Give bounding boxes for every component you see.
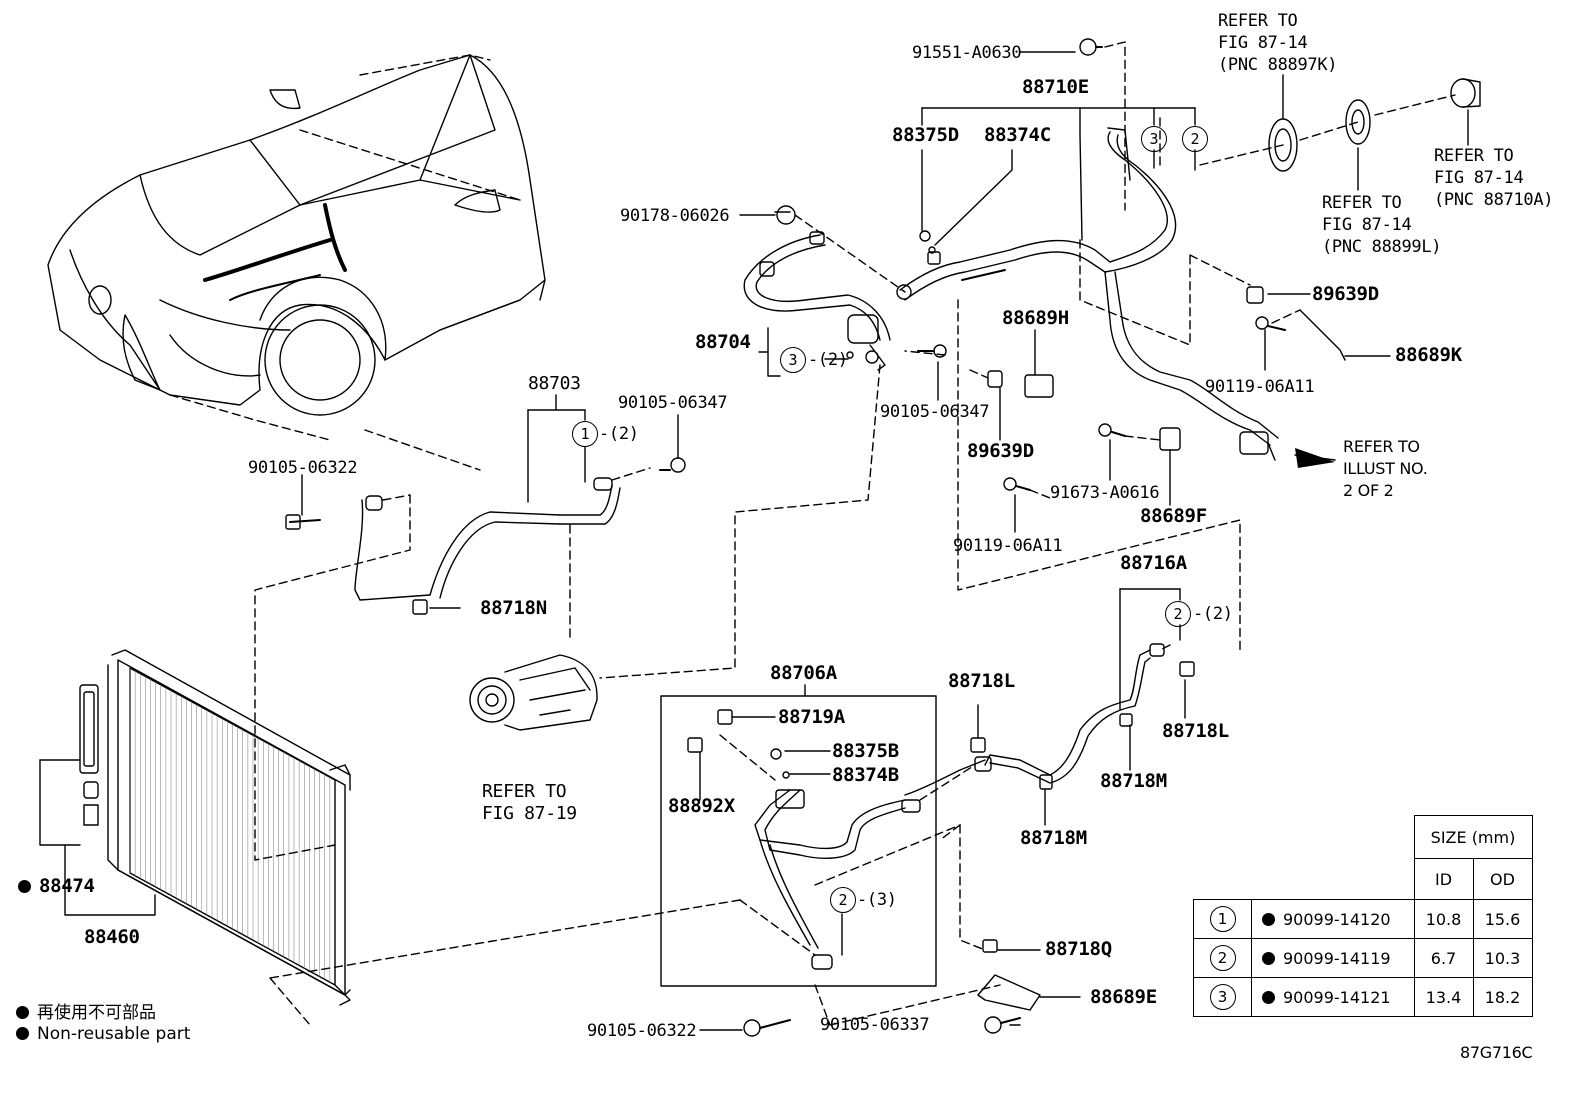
row-ref-circle: 3 bbox=[1209, 984, 1236, 1010]
col-od: OD bbox=[1472, 858, 1533, 900]
table-row: 3 90099-14121 13.4 18.2 bbox=[1193, 977, 1533, 1017]
legend-jp: 再使用不可部品 bbox=[16, 998, 156, 1023]
qty-88703: -(2) bbox=[599, 424, 639, 444]
hose-88716a bbox=[904, 643, 1165, 796]
legend-en-text: Non-reusable part bbox=[37, 1024, 191, 1044]
callout-lines bbox=[301, 51, 1469, 1031]
row-od: 10.3 bbox=[1472, 938, 1533, 978]
part-88375b[interactable]: 88375B bbox=[832, 740, 899, 762]
row-id: 10.8 bbox=[1413, 899, 1474, 939]
part-88719a[interactable]: 88719A bbox=[778, 706, 845, 728]
refer-parts-top-right bbox=[1268, 78, 1481, 172]
non-reusable-dot bbox=[1262, 951, 1275, 965]
part-88474[interactable]: 88474 bbox=[18, 875, 95, 897]
non-reusable-dot bbox=[1262, 990, 1275, 1004]
clips-and-bolts bbox=[412, 38, 1346, 1037]
part-88718l-left[interactable]: 88718L bbox=[948, 670, 1015, 692]
part-88703[interactable]: 88703 bbox=[528, 373, 581, 394]
part-90105-06322-bottom[interactable]: 90105-06322 bbox=[587, 1021, 697, 1041]
tube-88706a bbox=[754, 789, 921, 970]
part-88689f[interactable]: 88689F bbox=[1140, 505, 1207, 527]
part-90105-06347-left[interactable]: 90105-06347 bbox=[618, 393, 728, 413]
table-row: 1 90099-14120 10.8 15.6 bbox=[1193, 899, 1533, 939]
dryer-element-88474 bbox=[39, 684, 156, 916]
size-header: SIZE (mm) bbox=[1413, 815, 1533, 859]
part-90105-06322-top[interactable]: 90105-06322 bbox=[248, 458, 358, 478]
part-89639d-center[interactable]: 89639D bbox=[967, 440, 1034, 462]
part-88374b[interactable]: 88374B bbox=[832, 764, 899, 786]
refer-fig-87-14-88899l[interactable]: REFER TO FIG 87-14 (PNC 88899L) bbox=[1322, 193, 1442, 257]
row-od: 15.6 bbox=[1472, 899, 1533, 939]
part-88689h[interactable]: 88689H bbox=[1002, 307, 1069, 329]
ref-circle-3-88704: 3 bbox=[780, 347, 806, 373]
ref-circle-2-88716a: 2 bbox=[1165, 601, 1191, 627]
qty-88706a: -(3) bbox=[857, 890, 897, 910]
condenser-fins bbox=[129, 667, 331, 983]
ref-circle-2-88706a: 2 bbox=[830, 887, 856, 913]
part-90178-06026[interactable]: 90178-06026 bbox=[620, 206, 730, 226]
row-ref-circle: 2 bbox=[1209, 945, 1236, 971]
part-88374c[interactable]: 88374C bbox=[984, 124, 1051, 146]
part-88718q[interactable]: 88718Q bbox=[1045, 938, 1112, 960]
compressor bbox=[469, 654, 598, 731]
table-row: 2 90099-14119 6.7 10.3 bbox=[1193, 938, 1533, 978]
row-ref-circle: 1 bbox=[1209, 906, 1236, 932]
part-91551-a0630[interactable]: 91551-A0630 bbox=[912, 43, 1022, 63]
refer-fig-87-14-88710a[interactable]: REFER TO FIG 87-14 (PNC 88710A) bbox=[1434, 146, 1554, 210]
part-89639d-right[interactable]: 89639D bbox=[1312, 283, 1379, 305]
row-part-number[interactable]: 90099-14121 bbox=[1283, 987, 1391, 1007]
part-88689e[interactable]: 88689E bbox=[1090, 986, 1157, 1008]
part-88718m-bottom[interactable]: 88718M bbox=[1020, 827, 1087, 849]
refer-illust-2-of-2[interactable]: REFER TO ILLUST NO. 2 OF 2 bbox=[1343, 437, 1428, 500]
refer-fig-87-19[interactable]: REFER TO FIG 87-19 bbox=[482, 781, 577, 824]
size-table: SIZE (mm) ID OD 1 90099-14120 10.8 15.6 … bbox=[1193, 815, 1533, 1017]
non-reusable-dot bbox=[18, 880, 31, 893]
legend-jp-text: 再使用不可部品 bbox=[37, 1003, 156, 1023]
part-88689k[interactable]: 88689K bbox=[1395, 344, 1462, 366]
part-90119-06a11-bottom[interactable]: 90119-06A11 bbox=[953, 536, 1063, 556]
size-table-subheader-row: ID OD bbox=[1194, 858, 1533, 900]
figure-code: 87G716C bbox=[1460, 1043, 1533, 1062]
row-od: 18.2 bbox=[1472, 977, 1533, 1017]
part-88474-label: 88474 bbox=[39, 875, 95, 897]
part-88704[interactable]: 88704 bbox=[695, 331, 751, 353]
part-90119-06a11-right[interactable]: 90119-06A11 bbox=[1205, 377, 1315, 397]
qty-88704: -(2) bbox=[808, 350, 848, 370]
row-id: 6.7 bbox=[1413, 938, 1474, 978]
condenser-88460 bbox=[107, 649, 351, 1006]
hose-88703 bbox=[285, 457, 686, 601]
col-id: ID bbox=[1413, 858, 1474, 900]
size-table-header-row: SIZE (mm) bbox=[1194, 815, 1533, 859]
part-88375d[interactable]: 88375D bbox=[892, 124, 959, 146]
row-id: 13.4 bbox=[1413, 977, 1474, 1017]
ref-circle-3-top: 3 bbox=[1141, 126, 1167, 152]
dashed-guides bbox=[169, 41, 1456, 1026]
part-88460[interactable]: 88460 bbox=[84, 926, 140, 948]
refer-fig-87-14-88897k[interactable]: REFER TO FIG 87-14 (PNC 88897K) bbox=[1218, 11, 1338, 75]
qty-88716a: -(2) bbox=[1193, 604, 1233, 624]
part-88718l-right[interactable]: 88718L bbox=[1162, 720, 1229, 742]
part-91673-a0616[interactable]: 91673-A0616 bbox=[1050, 483, 1160, 503]
part-88706a[interactable]: 88706A bbox=[770, 662, 837, 684]
part-88718m-right[interactable]: 88718M bbox=[1100, 770, 1167, 792]
box-88706a bbox=[660, 695, 937, 987]
part-90105-06337[interactable]: 90105-06337 bbox=[820, 1015, 930, 1035]
part-88716a[interactable]: 88716A bbox=[1120, 552, 1187, 574]
vehicle-illustration bbox=[47, 54, 546, 416]
part-88892x[interactable]: 88892X bbox=[668, 795, 735, 817]
ref-circle-1-88703: 1 bbox=[572, 421, 598, 447]
part-88710e[interactable]: 88710E bbox=[1022, 76, 1089, 98]
ref-circle-2-top: 2 bbox=[1182, 126, 1208, 152]
row-part-number[interactable]: 90099-14119 bbox=[1283, 948, 1391, 968]
part-88718n[interactable]: 88718N bbox=[480, 597, 547, 619]
legend-dot-jp bbox=[16, 1006, 29, 1019]
part-90105-06347-right[interactable]: 90105-06347 bbox=[880, 402, 990, 422]
legend-en: Non-reusable part bbox=[16, 1024, 190, 1044]
row-part-number[interactable]: 90099-14120 bbox=[1283, 909, 1391, 929]
non-reusable-dot bbox=[1262, 912, 1275, 926]
legend-dot-en bbox=[16, 1027, 29, 1040]
